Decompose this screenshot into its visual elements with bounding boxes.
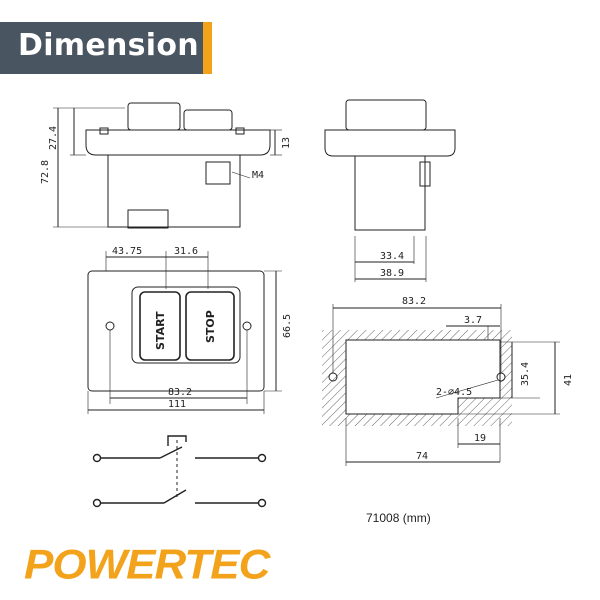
dim-111: 111 [168,399,186,410]
end-view [324,99,456,282]
front-view-screw-right [242,321,252,331]
side-view-button-a [127,102,181,131]
leader-m4 [231,171,251,179]
end-view-plate [324,129,456,157]
side-view-bottom-tab [127,209,169,229]
dim-43-75: 43.75 [112,246,142,257]
front-view-bezel [131,286,241,364]
schematic-switch-1 [159,446,183,459]
dim-33-4: 33.4 [380,251,404,262]
side-view-screw-right [235,127,245,135]
front-view-screw-left [105,321,115,331]
start-button [139,291,181,361]
panel-cutout [322,304,560,466]
dim-38-9: 38.9 [380,268,404,279]
dim-holes: 2-∅4.5 [436,387,472,398]
stop-button [185,291,235,361]
cutout-hatch [322,330,512,426]
dim-83-2-cutout: 83.2 [402,296,426,307]
schematic-terminal-4 [257,498,267,508]
dim-83-2-front: 83.2 [168,387,192,398]
side-view-terminal [205,161,231,185]
header-title: Dimension [18,28,199,63]
dim-74: 74 [416,451,428,462]
schematic-terminal-2 [257,453,267,463]
dim-31-6: 31.6 [174,246,198,257]
schematic-terminal-3 [92,498,102,508]
dim-13: 13 [281,137,292,149]
wiring-schematic [92,435,267,508]
side-view-plate [85,129,271,156]
dim-m4: M4 [252,170,264,181]
end-view-button [345,99,427,131]
header-banner [0,22,210,74]
dim-66-5: 66.5 [282,314,293,338]
dim-41: 41 [563,374,574,386]
front-view-plate [87,270,265,392]
end-view-terminal [419,161,431,187]
dim-27-4: 27.4 [48,126,59,150]
model-label: 71008 (mm) [366,511,431,525]
stop-button-label: STOP [204,310,217,343]
header-accent-bar [203,22,212,74]
schematic-terminal-1 [92,453,102,463]
side-view-button-b [183,109,233,131]
dim-72-8: 72.8 [40,160,51,184]
schematic-switch-2 [163,489,187,504]
side-view [53,102,282,229]
start-button-label: START [154,311,167,350]
leader-holes [435,379,499,399]
front-view [87,251,282,414]
cutout-outline [345,339,501,415]
dim-35-4: 35.4 [520,362,531,386]
side-view-body [107,154,241,228]
powertec-logo: POWERTEC [24,541,270,588]
schematic-actuator [167,435,187,446]
dim-19: 19 [474,433,486,444]
end-view-body [354,155,426,231]
side-view-screw-left [99,127,109,135]
dim-3-7: 3.7 [464,315,482,326]
